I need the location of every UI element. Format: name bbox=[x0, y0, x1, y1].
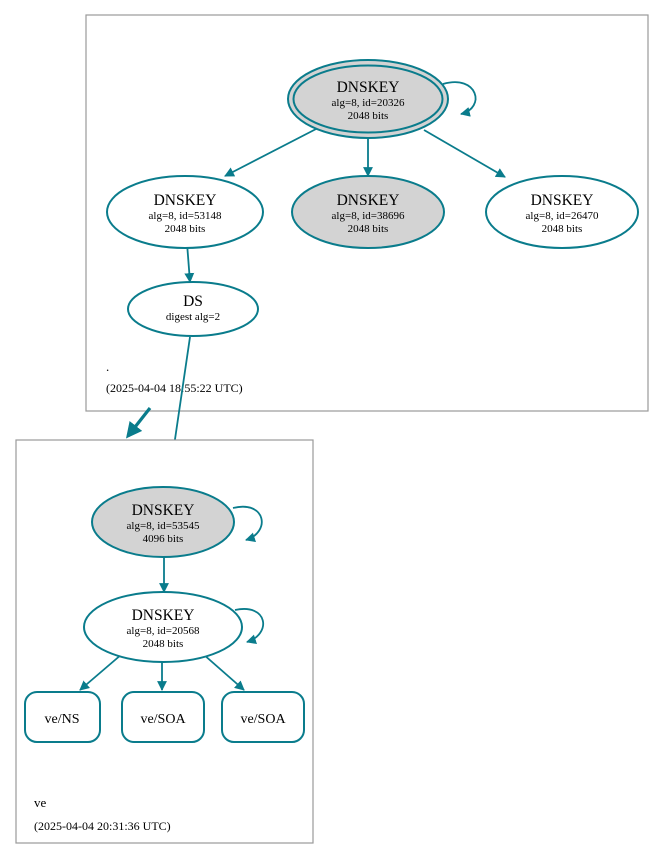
rrset-outline bbox=[121, 691, 205, 743]
node-key-info: alg=8, id=20568 bbox=[127, 625, 200, 637]
edge-self-sign-ve-zsk bbox=[234, 608, 264, 644]
rrset-ve-soa-1[interactable]: ve/SOA bbox=[121, 691, 205, 743]
edge-ve-zsk-to-rrset-soa-2 bbox=[202, 653, 245, 691]
node-dnskey-root-ksk-20326[interactable]: DNSKEY alg=8, id=20326 2048 bits bbox=[287, 59, 449, 139]
rrset-ve-ns[interactable]: ve/NS bbox=[24, 691, 101, 743]
edge-group-ve bbox=[79, 505, 264, 691]
rrset-label: ve/SOA bbox=[140, 712, 186, 727]
node-outline bbox=[291, 175, 445, 249]
node-dnskey-ve-ksk-53545[interactable]: DNSKEY alg=8, id=53545 4096 bits bbox=[91, 486, 235, 558]
node-dnskey-root-zsk-26470[interactable]: DNSKEY alg=8, id=26470 2048 bits bbox=[485, 175, 639, 249]
edge-delegation-root-to-ve bbox=[126, 407, 152, 439]
node-key-info: alg=8, id=38696 bbox=[332, 210, 405, 222]
node-key-info: alg=8, id=20326 bbox=[332, 97, 405, 109]
node-title: DNSKEY bbox=[132, 607, 195, 624]
node-outline bbox=[127, 281, 259, 337]
node-key-info: alg=8, id=53148 bbox=[149, 210, 222, 222]
node-outline bbox=[106, 175, 264, 249]
node-outline bbox=[91, 486, 235, 558]
node-title: DNSKEY bbox=[531, 192, 594, 209]
node-outline bbox=[83, 591, 243, 663]
node-title: DNSKEY bbox=[337, 192, 400, 209]
zone-timestamp-root: (2025-04-04 18:55:22 UTC) bbox=[106, 381, 243, 395]
node-outline bbox=[485, 175, 639, 249]
edge-root-ksk-to-zsk-53148 bbox=[224, 127, 319, 177]
rrset-ve-soa-2[interactable]: ve/SOA bbox=[221, 691, 305, 743]
rrset-outline bbox=[24, 691, 101, 743]
rrset-label: ve/SOA bbox=[240, 712, 286, 727]
edge-zsk-53148-to-ds bbox=[184, 242, 195, 283]
edge-self-sign-ve-ksk bbox=[232, 505, 263, 542]
node-title: DS bbox=[183, 293, 203, 310]
node-key-size: 2048 bits bbox=[143, 638, 184, 650]
node-key-info: alg=8, id=26470 bbox=[526, 210, 599, 222]
node-dnskey-root-zsk-38696[interactable]: DNSKEY alg=8, id=38696 2048 bits bbox=[291, 175, 445, 249]
node-key-size: 4096 bits bbox=[143, 533, 184, 545]
node-key-size: 2048 bits bbox=[348, 110, 389, 122]
zone-label-ve: ve bbox=[34, 795, 47, 810]
node-dnskey-ve-zsk-20568[interactable]: DNSKEY alg=8, id=20568 2048 bits bbox=[83, 591, 243, 663]
edge-group-root bbox=[184, 81, 506, 283]
node-outline-inner bbox=[292, 64, 444, 134]
node-key-size: 2048 bits bbox=[165, 223, 206, 235]
zone-cluster-ve: DNSKEY alg=8, id=53545 4096 bits DNSKEY … bbox=[15, 439, 314, 844]
edge-self-sign-root-ksk bbox=[442, 81, 477, 117]
node-key-size: 2048 bits bbox=[348, 223, 389, 235]
rrset-outline bbox=[221, 691, 305, 743]
node-ds-digest-alg-2[interactable]: DS digest alg=2 bbox=[127, 281, 259, 337]
node-title: DNSKEY bbox=[132, 502, 195, 519]
zone-label-root: . bbox=[106, 359, 109, 374]
node-title: DNSKEY bbox=[154, 192, 217, 209]
node-title: DNSKEY bbox=[337, 79, 400, 96]
node-key-info: alg=8, id=53545 bbox=[127, 520, 200, 532]
rrset-label: ve/NS bbox=[45, 712, 80, 727]
node-digest-alg: digest alg=2 bbox=[166, 311, 220, 323]
edge-root-ksk-to-zsk-26470 bbox=[423, 129, 506, 178]
node-dnskey-root-zsk-53148[interactable]: DNSKEY alg=8, id=53148 2048 bits bbox=[106, 175, 264, 249]
zone-timestamp-ve: (2025-04-04 20:31:36 UTC) bbox=[34, 819, 171, 833]
node-key-size: 2048 bits bbox=[542, 223, 583, 235]
zone-cluster-root: DNSKEY alg=8, id=20326 2048 bits DNSKEY … bbox=[85, 14, 649, 412]
edge-ve-zsk-to-rrset-ns bbox=[79, 653, 123, 691]
